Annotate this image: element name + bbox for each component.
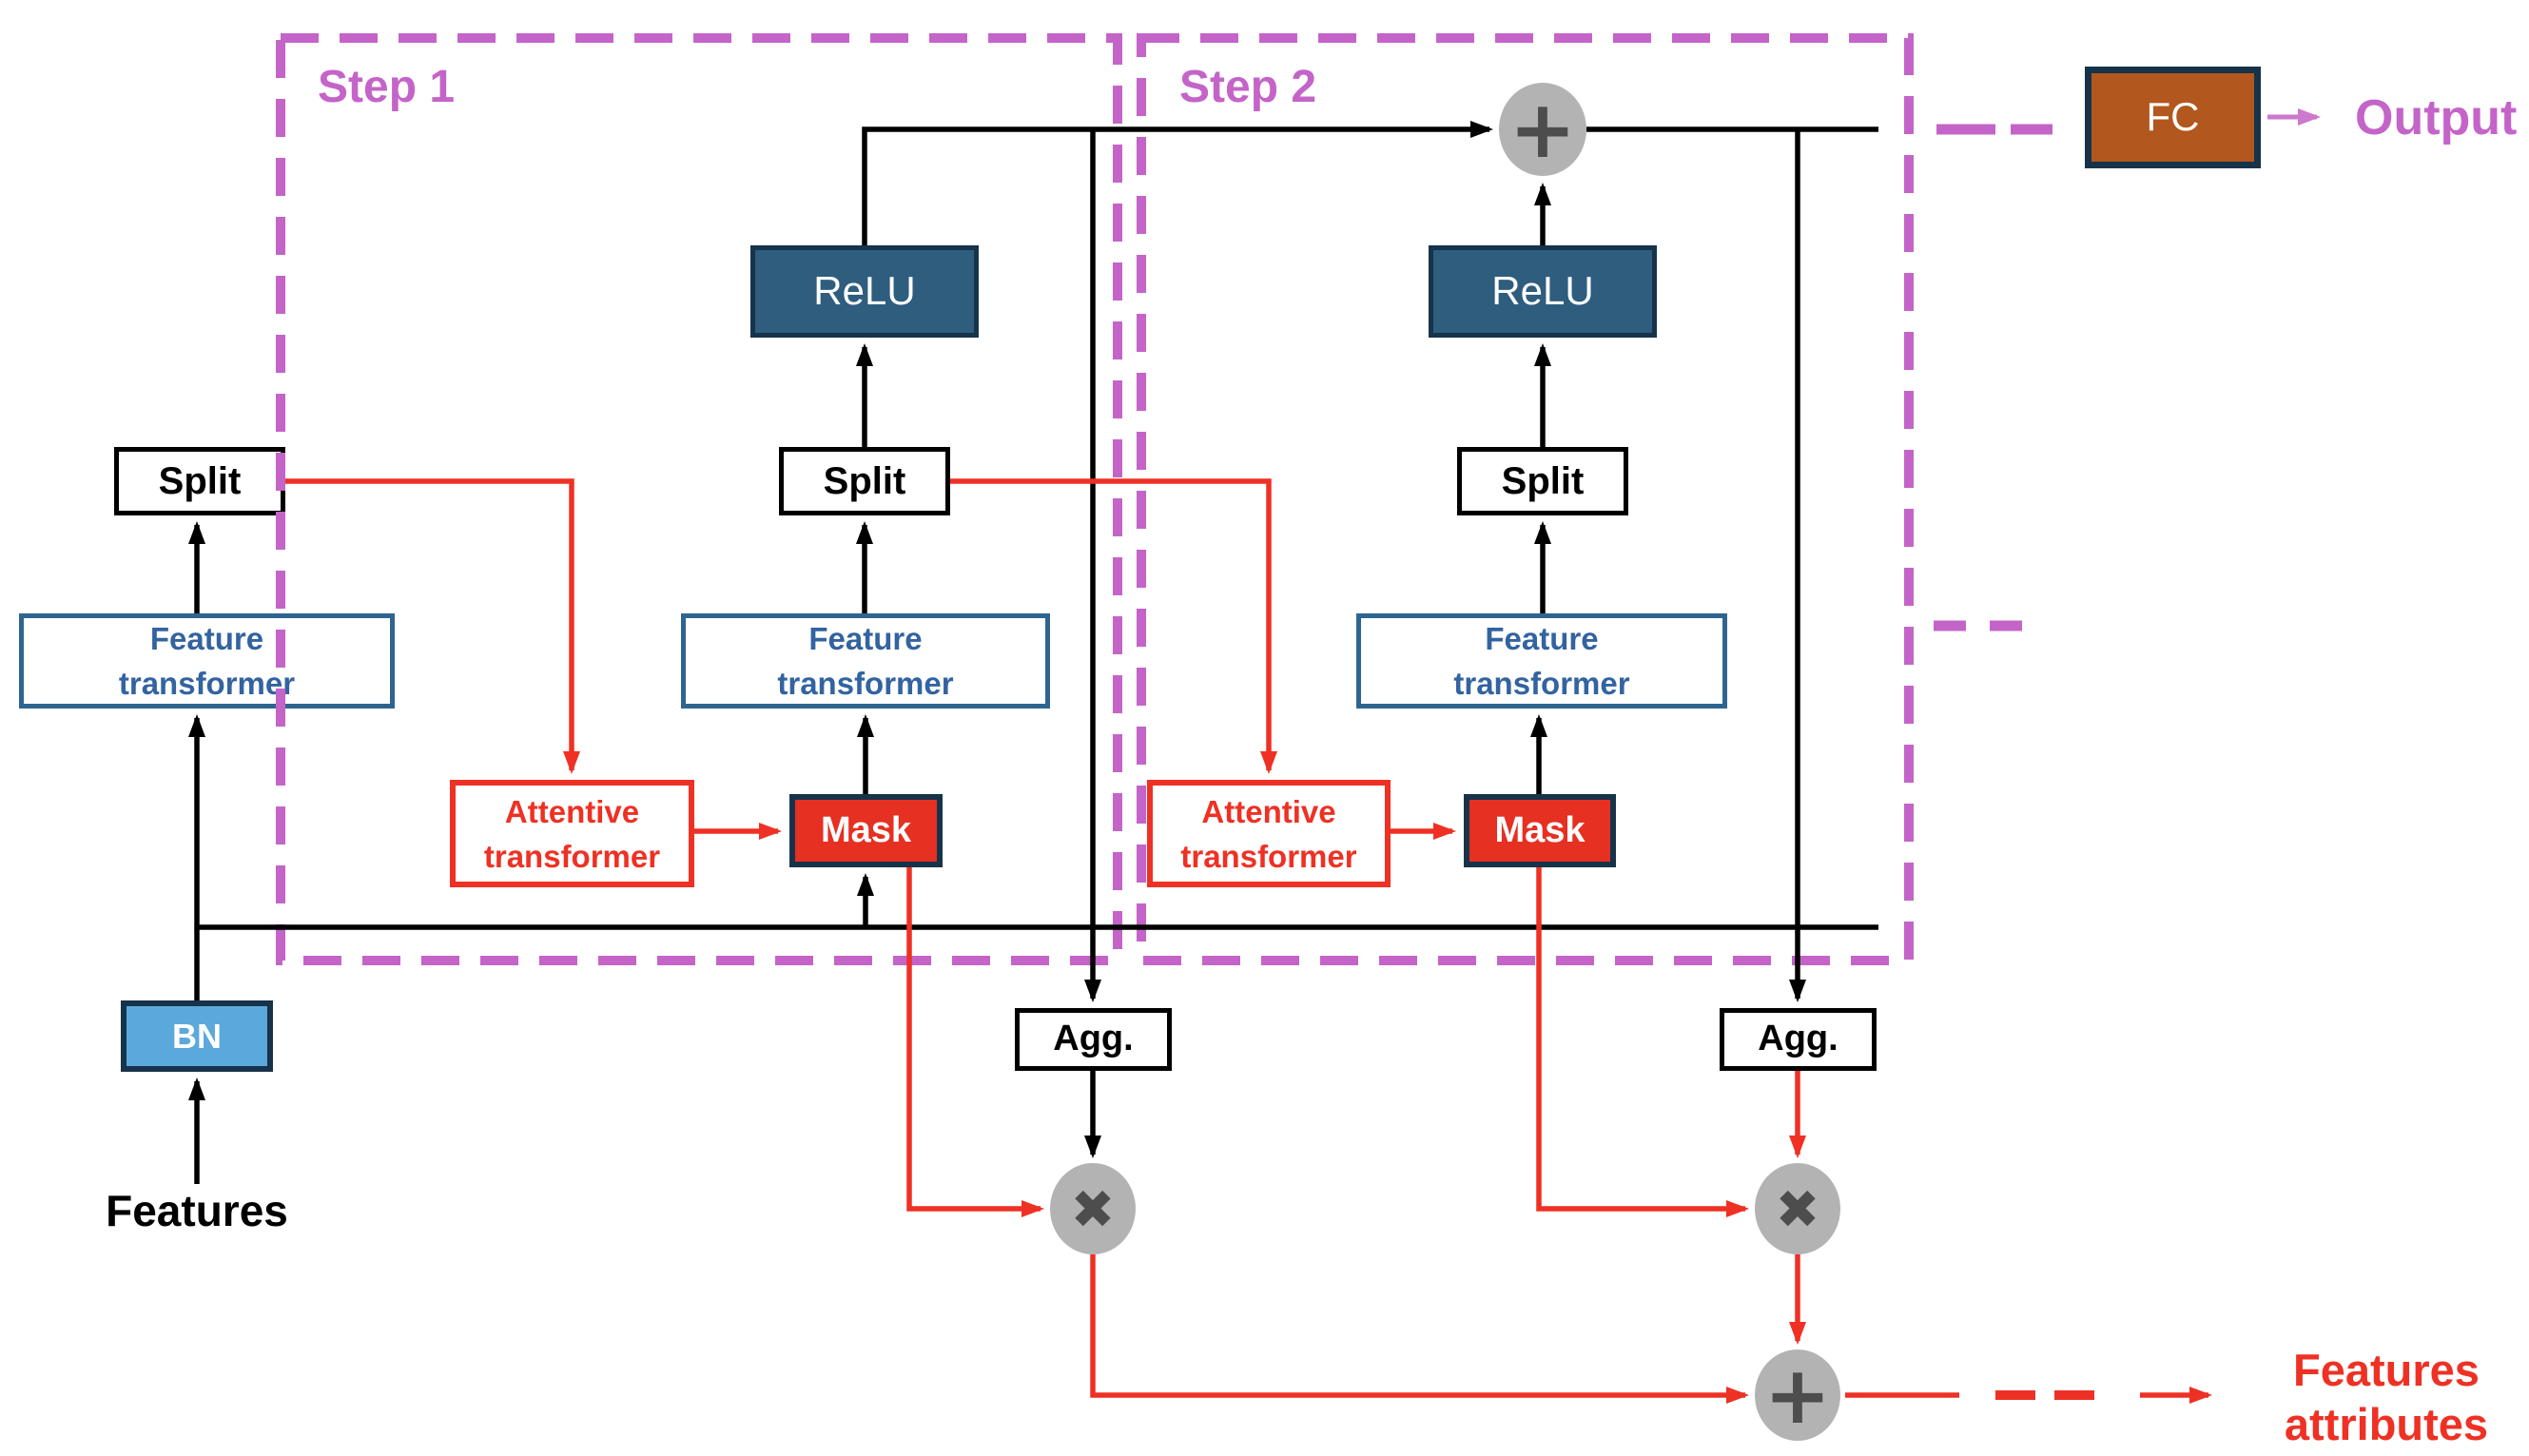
feature-transformer-line2: transformer bbox=[777, 666, 954, 701]
feature-transformer-line1: Feature bbox=[808, 621, 923, 656]
agg-block-step2: Agg. bbox=[1720, 1008, 1877, 1071]
feature-transformer-line1: Feature bbox=[149, 621, 264, 656]
step1-boundary bbox=[276, 33, 1122, 965]
split-block-step2: Split bbox=[1457, 447, 1628, 515]
plus-icon: + bbox=[1764, 1349, 1831, 1442]
attentive-transformer-block-step2: Attentive transformer bbox=[1147, 780, 1391, 887]
output-label: Output bbox=[2355, 90, 2518, 146]
mask-label: Mask bbox=[1494, 809, 1585, 850]
mask-block-step1: Mask bbox=[789, 794, 943, 867]
split-label: Split bbox=[1501, 460, 1585, 502]
agg-label: Agg. bbox=[1053, 1019, 1134, 1059]
fc-label: FC bbox=[2146, 94, 2200, 140]
edge-multiply1-to-sum-bottom bbox=[1090, 1254, 1749, 1404]
sum-node-top bbox=[1499, 83, 1586, 176]
feature-transformer-line2: transformer bbox=[1453, 666, 1630, 701]
features-attributes-line1: Features bbox=[2293, 1345, 2480, 1395]
attentive-transformer-line1: Attentive bbox=[1201, 793, 1336, 829]
batch-norm-label: BN bbox=[172, 1016, 222, 1056]
attentive-transformer-line1: Attentive bbox=[504, 793, 640, 829]
multiply-icon: ✖ bbox=[1776, 1179, 1820, 1241]
attentive-transformer-line2: transformer bbox=[1180, 838, 1357, 874]
relu-label: ReLU bbox=[813, 268, 916, 314]
feature-transformer-block-input: Feature transformer bbox=[19, 613, 395, 709]
attentive-transformer-block-step1: Attentive transformer bbox=[450, 780, 694, 887]
feature-transformer-line1: Feature bbox=[1485, 621, 1599, 656]
split-block-input: Split bbox=[114, 447, 285, 515]
features-attributes-line2: attributes bbox=[2284, 1399, 2489, 1449]
relu-block-step1: ReLU bbox=[750, 245, 979, 338]
features-attributes-label: Features attributes bbox=[2262, 1343, 2511, 1451]
multiply-node-step2 bbox=[1755, 1163, 1840, 1254]
attentive-transformer-line2: transformer bbox=[483, 838, 661, 874]
split-label: Split bbox=[158, 460, 242, 502]
feature-transformer-block-step2: Feature transformer bbox=[1356, 613, 1727, 709]
multiply-node-step1 bbox=[1050, 1163, 1136, 1254]
agg-block-step1: Agg. bbox=[1015, 1008, 1172, 1071]
step1-title: Step 1 bbox=[318, 62, 456, 112]
relu-block-step2: ReLU bbox=[1429, 245, 1657, 338]
relu-label: ReLU bbox=[1491, 268, 1594, 314]
features-input-label: Features bbox=[106, 1186, 288, 1235]
batch-norm-block: BN bbox=[121, 1000, 273, 1072]
mask-label: Mask bbox=[820, 809, 912, 850]
agg-label: Agg. bbox=[1758, 1019, 1838, 1059]
feature-transformer-block-step1: Feature transformer bbox=[681, 613, 1050, 709]
edge-relu1-to-sum bbox=[862, 121, 1493, 245]
mask-block-step2: Mask bbox=[1464, 794, 1616, 867]
plus-icon: + bbox=[1509, 83, 1576, 176]
multiply-icon: ✖ bbox=[1071, 1179, 1116, 1241]
split-block-step1: Split bbox=[779, 447, 950, 515]
edge-mask2-to-multiply2 bbox=[1536, 867, 1749, 1217]
step2-title: Step 2 bbox=[1179, 62, 1317, 112]
fc-block: FC bbox=[2085, 67, 2261, 168]
split-label: Split bbox=[823, 460, 906, 502]
red-connectors bbox=[285, 478, 2212, 1404]
feature-transformer-line2: transformer bbox=[118, 666, 296, 701]
sum-node-bottom bbox=[1755, 1349, 1840, 1441]
